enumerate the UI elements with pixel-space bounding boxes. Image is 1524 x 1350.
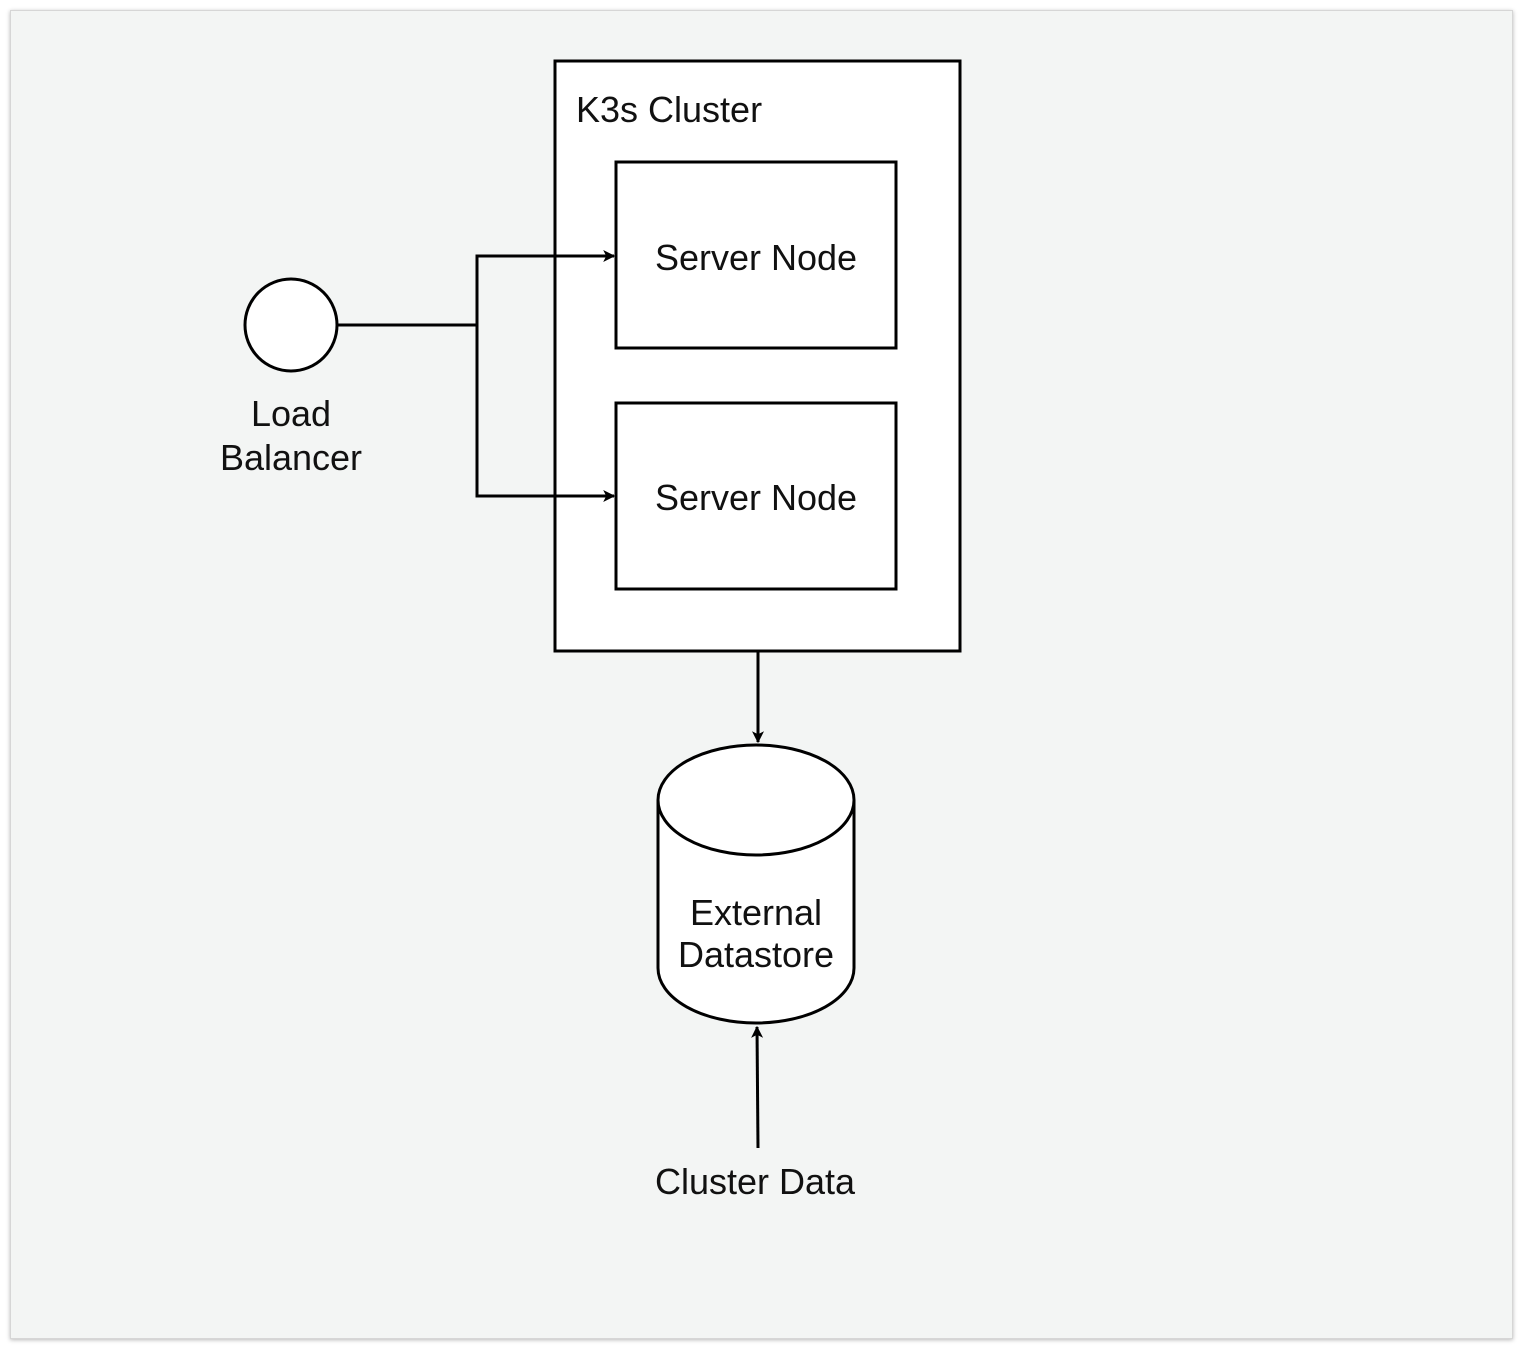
- server-node-1[interactable]: Server Node: [614, 160, 898, 350]
- load-balancer-connectors: [337, 250, 616, 502]
- datastore-label-line-2: Datastore: [678, 934, 834, 975]
- cluster-data-to-datastore-arrow: [751, 1025, 764, 1149]
- cluster-data-label: Cluster Data: [655, 1161, 856, 1202]
- load-balancer-label-line-2: Balancer: [220, 437, 362, 478]
- lb-to-server-node-2-arrow: [475, 325, 616, 502]
- server-node-2[interactable]: Server Node: [614, 401, 898, 591]
- lb-to-server-node-1-arrow: [475, 250, 616, 325]
- server-node-2-label: Server Node: [655, 477, 857, 518]
- cluster-label: K3s Cluster: [576, 89, 762, 130]
- external-datastore[interactable]: External Datastore: [656, 743, 856, 1025]
- datastore-label-line-1: External: [690, 892, 822, 933]
- server-node-1-label: Server Node: [655, 237, 857, 278]
- load-balancer-label-line-1: Load: [251, 393, 331, 434]
- load-balancer[interactable]: Load Balancer: [220, 277, 362, 478]
